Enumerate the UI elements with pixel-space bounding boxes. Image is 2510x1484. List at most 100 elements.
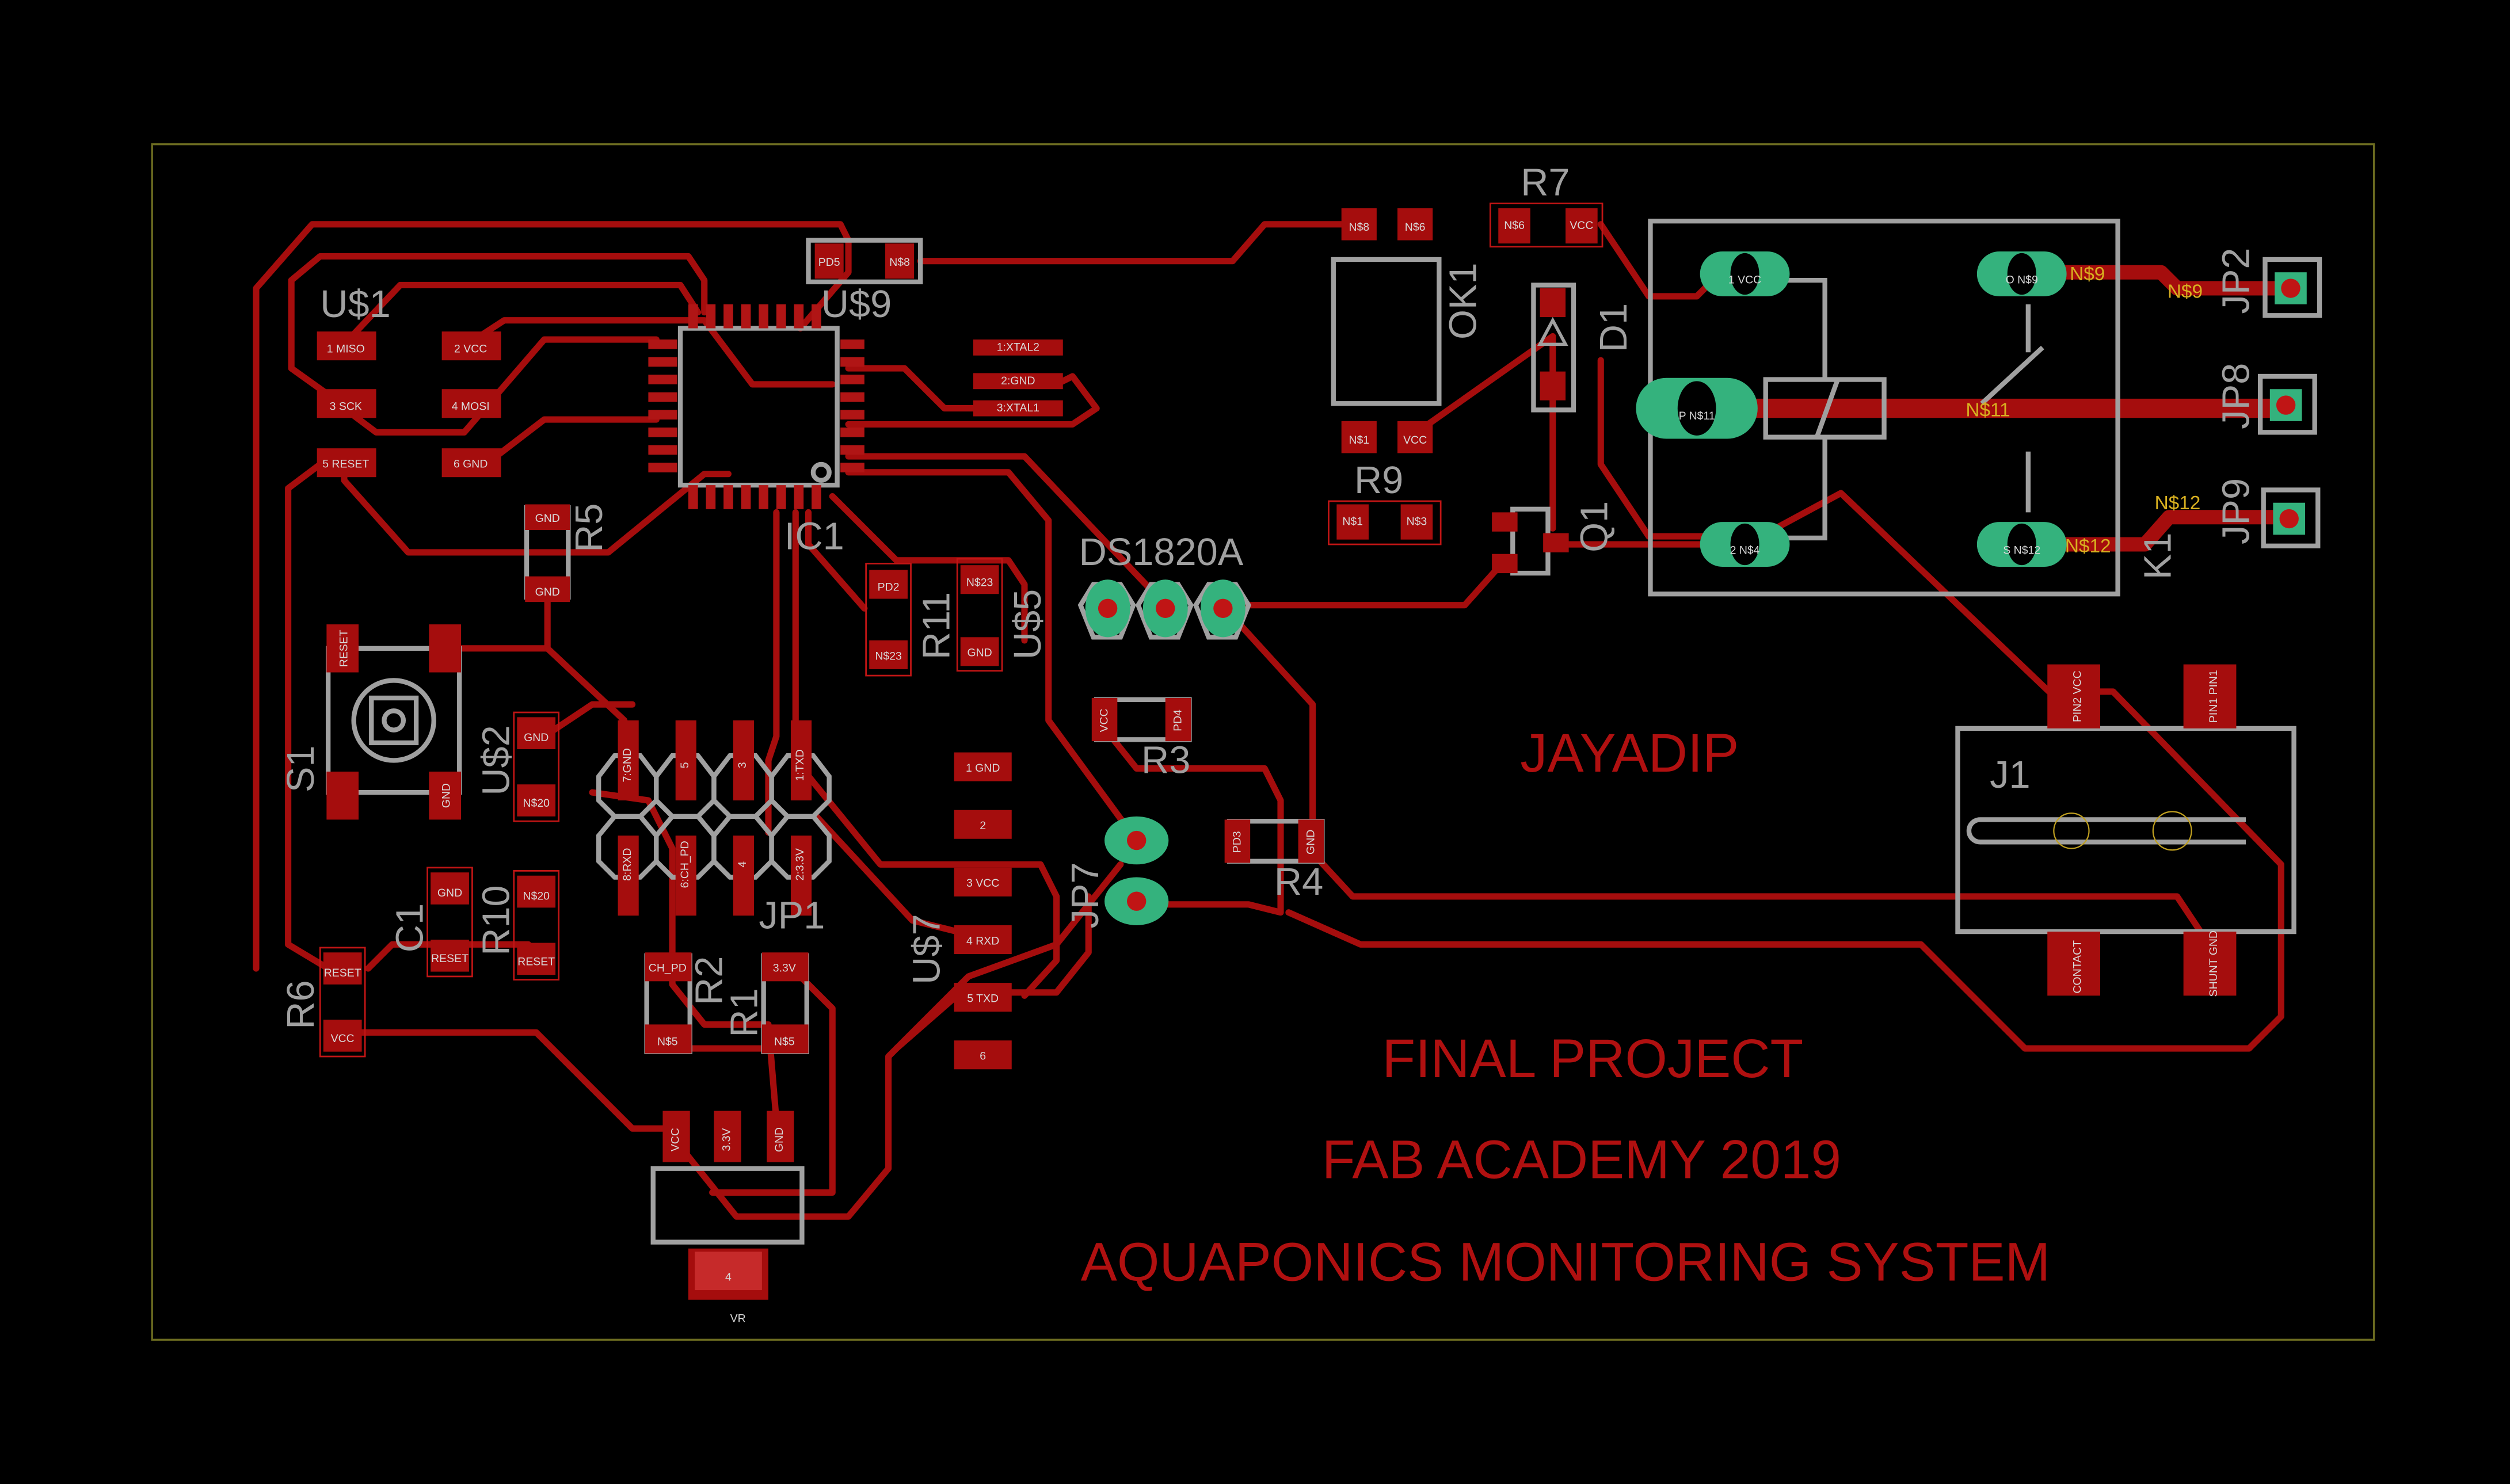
component-u1[interactable]: U$1 1 MISO 2 VCC 3 SCK 4 MOSI 5 RESET 6 … [317, 283, 501, 478]
pad [954, 752, 1012, 781]
trace-gnd-u5 [829, 493, 1028, 644]
component-ds1820a[interactable]: DS1820A [1077, 531, 1252, 640]
pad [869, 570, 908, 599]
pad-label: P N$11 [1679, 410, 1715, 422]
title-line-1: FINAL PROJECT [1382, 1028, 1803, 1089]
pad-label: RESET [338, 630, 351, 667]
component-r7[interactable]: R7 N$6 VCC [1489, 162, 1603, 248]
pad [662, 1111, 690, 1162]
pad-label: N$23 [966, 576, 993, 589]
component-s1-button[interactable]: RESET GND S1 [280, 624, 462, 820]
pad-label: 4 RXD [966, 934, 999, 947]
ref-label: IC1 [784, 515, 844, 558]
ref-label: C1 [389, 903, 431, 952]
connector-jp9[interactable]: N$12 JP9 [2155, 478, 2321, 548]
header-outline [596, 753, 832, 880]
trace-reset-c1 [365, 941, 532, 972]
outline [426, 867, 473, 978]
connector-jp2[interactable]: N$9 JP2 [2168, 247, 2322, 318]
component-r5[interactable]: GND GND R5 [524, 503, 611, 602]
trace-vr-vcc2 [669, 861, 1124, 1220]
pad [2183, 932, 2237, 996]
component-vr-regulator[interactable]: VCC 3.3V GND 4 VR [650, 1111, 805, 1325]
ref-label: R1 [723, 988, 766, 1037]
pad-label: 4 MOSI [452, 400, 490, 413]
component-u9[interactable]: PD5 N$8 U$9 [806, 238, 923, 326]
trace-reset-left [285, 461, 332, 972]
pad-label: CONTACT [2071, 940, 2084, 994]
component-r3[interactable]: VCC PD4 R3 [1091, 697, 1192, 782]
ref-label: D1 [1593, 303, 1635, 352]
ref-label: OK1 [1442, 262, 1484, 339]
pad-label: GND [440, 783, 453, 808]
pad-label: RESET [324, 967, 361, 979]
component-j1-jack[interactable]: J1 PIN2 VCC PIN1 PIN1 CONTACT SHUNT GND [1955, 664, 2296, 997]
ref-label: R9 [1354, 459, 1403, 502]
outline [319, 947, 366, 1058]
pad [675, 836, 696, 916]
pad-label: 3.3V [773, 962, 796, 975]
trace-txd-u7 [792, 757, 1060, 999]
pad-label: 3 VCC [966, 877, 999, 890]
pad [525, 504, 570, 530]
title-line-2: FAB ACADEMY 2019 [1322, 1129, 1841, 1190]
pad [814, 243, 844, 279]
outline [2261, 487, 2321, 548]
pad-label: VCC [1403, 434, 1427, 447]
component-r2[interactable]: CH_PD N$5 R2 [644, 952, 731, 1054]
component-d1[interactable]: D1 [1531, 283, 1635, 413]
component-ok1[interactable]: N$8 N$6 N$1 VCC OK1 [1331, 208, 1485, 453]
pad-label: SHUNT GND [2207, 930, 2220, 997]
ref-label: JP2 [2215, 247, 2258, 314]
outline [1531, 283, 1576, 413]
component-r1[interactable]: 3.3V N$5 R1 [723, 952, 809, 1054]
connector-jp8[interactable]: JP8 [2215, 363, 2317, 435]
trace-n8 [917, 221, 1361, 265]
pad [618, 720, 639, 801]
component-q1[interactable]: Q1 [1492, 501, 1616, 576]
pad [1224, 819, 1251, 863]
pad-label: VCC [1570, 219, 1593, 232]
ref-label: JP8 [2215, 363, 2258, 429]
net-label: N$9 [2070, 264, 2105, 285]
trace-mosi [288, 253, 708, 404]
pad-label: 1 VCC [1728, 274, 1761, 287]
component-r10[interactable]: N$20 RESET R10 [475, 870, 560, 981]
trace-sck [341, 336, 660, 436]
connector-jp7[interactable]: JP7 [1064, 816, 1169, 929]
pad-label: N$20 [523, 890, 550, 902]
outline [1328, 500, 1442, 545]
component-u7[interactable]: 1 GND 2 3 VCC 4 RXD 5 TXD 6 U$7 [906, 752, 1012, 1070]
trace-gnd-long [1312, 853, 2212, 948]
component-k1-relay[interactable]: 1 VCC O N$9 P N$11 2 N$4 S N$12 N$9 N$11… [1636, 219, 2179, 597]
component-r9[interactable]: R9 N$1 N$3 [1328, 459, 1442, 545]
pad [517, 717, 556, 750]
pad-label: 5 RESET [322, 458, 369, 471]
pad [1540, 371, 1566, 400]
trace-gnd-r4 [1229, 613, 1316, 836]
pad [2183, 664, 2237, 728]
connector-jp1[interactable]: 7:GND 5 3 1:TXD 8:RXD 6:CH_PD 4 2:3.3V J… [596, 720, 832, 937]
component-r4[interactable]: PD3 GND R4 [1224, 819, 1325, 903]
pad [2047, 664, 2100, 728]
trace-miso [341, 281, 702, 348]
component-c1[interactable]: GND RESET C1 [389, 867, 473, 978]
ref-label: R4 [1274, 861, 1323, 903]
pad [317, 331, 376, 361]
component-ic1[interactable]: IC1 1:XTAL2 2:GND 3:XTAL1 [648, 304, 1063, 558]
copper-traces [253, 221, 2299, 1220]
component-u2[interactable]: GND N$20 U$2 [475, 711, 560, 822]
component-u5[interactable]: N$23 GND U$5 [956, 558, 1049, 672]
component-r11[interactable]: PD2 N$23 R11 [865, 563, 958, 677]
jack-slot [1966, 817, 2246, 845]
pad [733, 836, 754, 916]
trace-pd4 [845, 453, 1172, 612]
pad [2047, 932, 2100, 996]
pad-label: S N$12 [2003, 544, 2040, 557]
ref-label: U$5 [1007, 589, 1049, 659]
pad [517, 875, 556, 908]
pad-label: 5 TXD [967, 992, 999, 1005]
component-r6[interactable]: RESET VCC R6 [280, 947, 366, 1058]
ref-label: R7 [1521, 162, 1570, 204]
author-text: JAYADIP [1520, 723, 1739, 784]
